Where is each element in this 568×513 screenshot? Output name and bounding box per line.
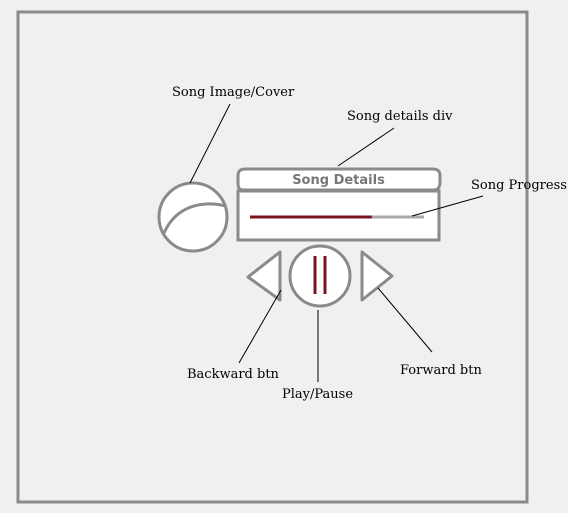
backward-button[interactable] — [246, 250, 282, 302]
leader-song-details — [337, 127, 395, 167]
leader-song-image — [189, 103, 231, 184]
label-song-image: Song Image/Cover — [172, 85, 295, 100]
player-frame — [16, 10, 529, 504]
annotation-lines — [189, 103, 484, 382]
song-details-title: Song Details — [292, 173, 385, 188]
play-pause-button[interactable] — [288, 244, 352, 308]
leader-song-progress — [411, 195, 484, 217]
label-backward-btn: Backward btn — [187, 367, 279, 382]
label-song-progress: Song Progress — [471, 178, 567, 193]
song-cover-icon — [157, 181, 229, 253]
label-song-details-div: Song details div — [347, 109, 453, 124]
forward-button[interactable] — [360, 250, 394, 302]
leader-backward — [238, 289, 282, 364]
leader-forward — [377, 287, 433, 353]
label-forward-btn: Forward btn — [400, 363, 482, 378]
song-details-header — [236, 167, 442, 192]
label-play-pause: Play/Pause — [282, 387, 354, 402]
